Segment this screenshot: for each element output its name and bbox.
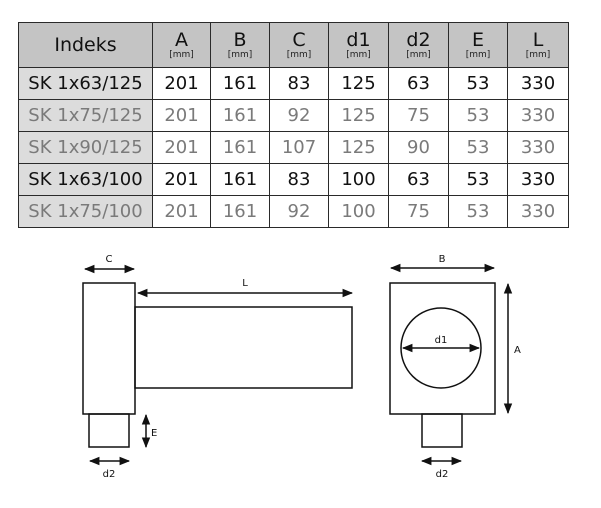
front-view-spigot [421,413,463,448]
row-index: SK 1x90/125 [18,131,153,164]
header-col-d2: d2[mm] [388,22,449,68]
row-index: SK 1x75/100 [18,195,153,228]
cell-d2: 90 [388,131,449,164]
side-view-box [82,282,136,415]
cell-e: 53 [448,67,508,100]
header-col-l: L[mm] [507,22,569,68]
cell-a: 201 [152,195,211,228]
cell-a: 201 [152,67,211,100]
table-header-row: Indeks A[mm] B[mm] C[mm] d1[mm] d2[mm] E… [18,22,569,68]
cell-e: 53 [448,163,508,196]
row-index: SK 1x75/125 [18,99,153,132]
header-col-e: E[mm] [448,22,508,68]
cell-b: 161 [210,195,270,228]
col-name: d1 [346,28,371,51]
label-l: L [242,278,248,289]
label-c: C [106,254,113,265]
cell-c: 92 [269,195,329,228]
cell-l: 330 [507,163,569,196]
cell-d1: 125 [328,99,389,132]
cell-e: 53 [448,195,508,228]
label-d1: d1 [435,335,448,346]
col-name: C [292,28,306,51]
col-unit: [mm] [406,49,431,60]
header-index: Indeks [18,22,153,68]
label-a: A [514,345,521,356]
cell-l: 330 [507,99,569,132]
cell-l: 330 [507,195,569,228]
col-name: B [233,28,247,51]
cell-l: 330 [507,67,569,100]
row-index: SK 1x63/100 [18,163,153,196]
side-view-duct [134,306,353,389]
col-name: L [532,28,544,51]
col-name: A [175,28,188,51]
label-e: E [151,428,157,439]
label-d2-side: d2 [103,469,116,480]
cell-d2: 63 [388,67,449,100]
front-view [389,263,513,466]
col-name: d2 [406,28,431,51]
label-d2-front: d2 [436,469,449,480]
col-unit: [mm] [286,49,312,60]
col-unit: [mm] [465,49,491,60]
col-unit: [mm] [525,49,551,60]
cell-b: 161 [210,163,270,196]
cell-d1: 125 [328,131,389,164]
col-unit: [mm] [346,49,371,60]
cell-a: 201 [152,131,211,164]
header-col-c: C[mm] [269,22,329,68]
cell-b: 161 [210,99,270,132]
col-unit: [mm] [227,49,253,60]
cell-l: 330 [507,131,569,164]
side-view-spigot [88,413,130,448]
cell-e: 53 [448,99,508,132]
cell-d2: 75 [388,99,449,132]
dimensions-table: Indeks A[mm] B[mm] C[mm] d1[mm] d2[mm] E… [18,22,569,228]
front-view-opening [400,307,482,389]
label-b: B [439,254,446,265]
side-view [82,264,354,466]
cell-a: 201 [152,163,211,196]
col-unit: [mm] [169,49,194,60]
col-name: E [471,28,484,51]
